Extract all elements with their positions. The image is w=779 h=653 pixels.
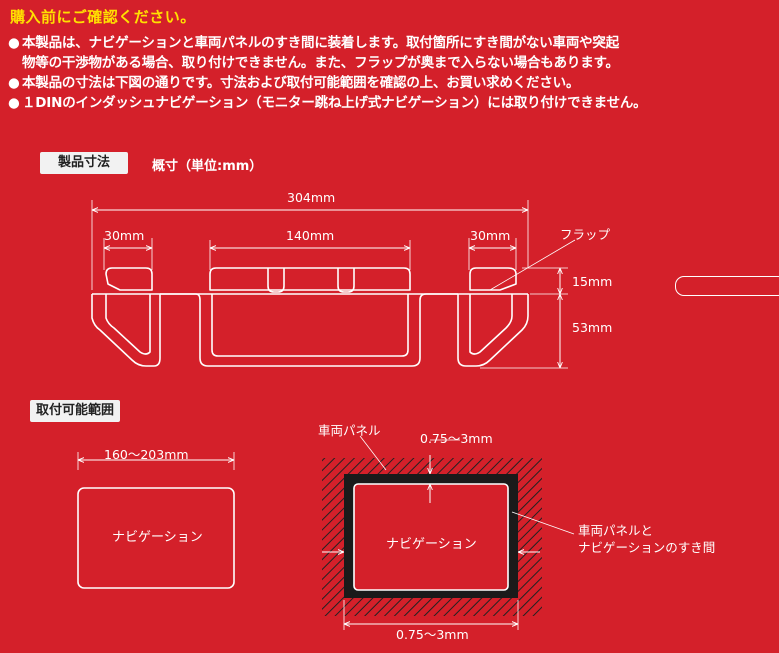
flap-label: フラップ	[560, 227, 611, 242]
center-width-dim: 140mm	[286, 228, 335, 243]
nav-label-right: ナビゲーション	[386, 537, 477, 552]
panel-label: 車両パネル	[318, 423, 381, 438]
bullet-icon: ●	[8, 95, 20, 111]
nav-label-left: ナビゲーション	[112, 530, 203, 545]
gap-top-dim: 0.75〜3mm	[420, 431, 493, 446]
nav-width-dim: 160〜203mm	[104, 447, 189, 462]
note-text-continued: 物等の干渉物がある場合、取り付けできません。また、フラップが奥まで入らない場合も…	[22, 55, 619, 71]
mount-range-label: 取付可能範囲	[30, 400, 121, 422]
side-tab-decoration	[675, 276, 779, 296]
note-text: １DINのインダッシュナビゲーション（モニター跳ね上げ式ナビゲーション）には取り…	[22, 95, 647, 111]
height-bottom-dim: 53mm	[572, 320, 613, 335]
note-item: ●１DINのインダッシュナビゲーション（モニター跳ね上げ式ナビゲーション）には取…	[8, 93, 768, 113]
bullet-icon: ●	[8, 35, 20, 51]
left-width-dim: 30mm	[104, 228, 145, 243]
height-top-dim: 15mm	[572, 274, 613, 289]
note-text: 本製品は、ナビゲーションと車両パネルのすき間に装着します。取付箇所にすき間がない…	[22, 35, 620, 51]
bullet-icon: ●	[8, 75, 20, 91]
total-width-dim: 304mm	[287, 190, 336, 205]
product-dims-label: 製品寸法	[40, 152, 129, 174]
product-dims-caption: 概寸（単位:mm）	[152, 159, 263, 174]
page-title: 購入前にご確認ください。	[10, 8, 196, 26]
right-width-dim: 30mm	[470, 228, 511, 243]
note-item: ●本製品の寸法は下図の通りです。寸法および取付可能範囲を確認の上、お買い求めくだ…	[8, 73, 768, 93]
gap-caption-line2: ナビゲーションのすき間	[578, 540, 716, 555]
gap-caption-line1: 車両パネルと	[578, 523, 654, 538]
gap-side-dim: 0.75〜3mm	[396, 627, 469, 642]
notes-list: ●本製品は、ナビゲーションと車両パネルのすき間に装着します。取付箇所にすき間がな…	[8, 33, 768, 113]
note-text: 本製品の寸法は下図の通りです。寸法および取付可能範囲を確認の上、お買い求めくださ…	[22, 75, 580, 91]
note-item: ●本製品は、ナビゲーションと車両パネルのすき間に装着します。取付箇所にすき間がな…	[8, 33, 768, 53]
